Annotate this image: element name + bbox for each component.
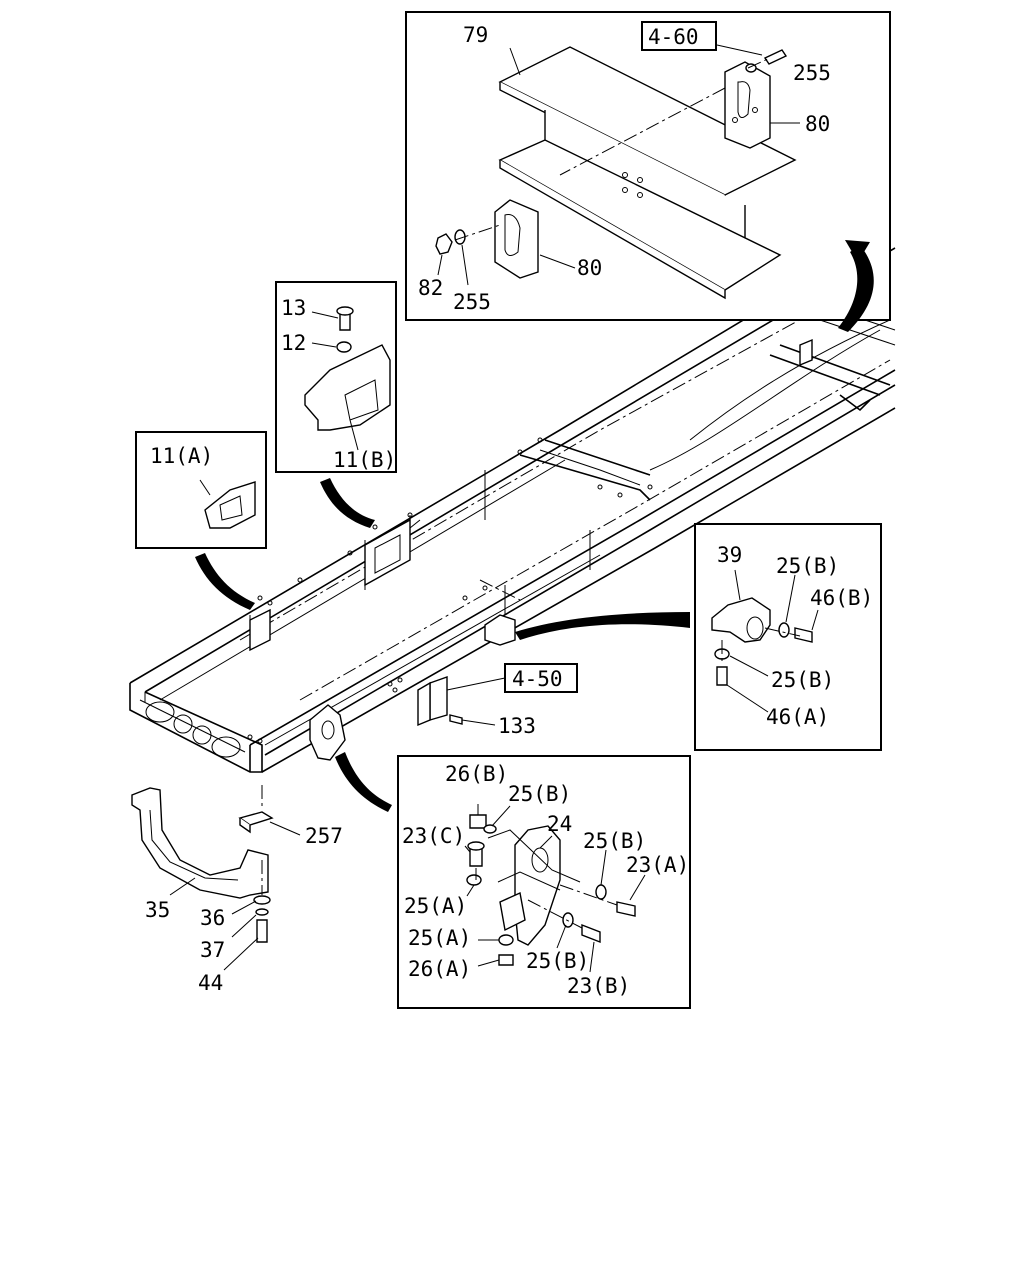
inset-box-24 [397,755,691,1009]
rail-holes [247,437,653,744]
callout-12: 12 [281,331,306,355]
inset-box-39 [694,523,882,751]
callout-35: 35 [145,898,170,922]
callout-255-top: 255 [793,61,831,85]
callout-82: 82 [418,276,443,300]
callout-26b: 26(B) [445,762,508,786]
callout-44: 44 [198,971,223,995]
callout-11b: 11(B) [333,448,396,472]
callout-25b-c: 25(B) [508,782,571,806]
step-bracket-35 [131,785,301,971]
callout-11a: 11(A) [150,444,213,468]
callout-23c: 23(C) [402,824,465,848]
callout-37: 37 [200,938,225,962]
callout-13: 13 [281,296,306,320]
callout-25a-a: 25(A) [404,894,467,918]
callout-labels: 79 4-60 255 80 80 82 255 13 12 11(B) 11(… [145,23,873,998]
inset-box-crossmember [405,11,891,321]
callout-25b-d: 25(B) [583,829,646,853]
callout-36: 36 [200,906,225,930]
callout-39: 39 [717,543,742,567]
callout-25b-a: 25(B) [776,554,839,578]
callout-133: 133 [498,714,536,738]
chassis-frame [129,231,896,773]
callout-23b: 23(B) [567,974,630,998]
ref-4-50[interactable]: 4-50 [512,667,563,691]
callout-26a: 26(A) [408,957,471,981]
callout-24: 24 [547,812,572,836]
callout-25b-e: 25(B) [526,949,589,973]
callout-255-bottom: 255 [453,290,491,314]
callout-46b: 46(B) [810,586,873,610]
callout-25b-b: 25(B) [771,668,834,692]
inset-box-11b [275,281,397,473]
inset-box-11a [135,431,267,549]
callout-46a: 46(A) [766,705,829,729]
callout-79: 79 [463,23,488,47]
callout-25a-b: 25(A) [408,926,471,950]
callout-23a: 23(A) [626,853,689,877]
callout-80-right: 80 [805,112,830,136]
callout-257: 257 [305,824,343,848]
ref-4-60[interactable]: 4-60 [648,25,699,49]
callout-80-left: 80 [577,256,602,280]
pointer-arrows [195,240,874,812]
